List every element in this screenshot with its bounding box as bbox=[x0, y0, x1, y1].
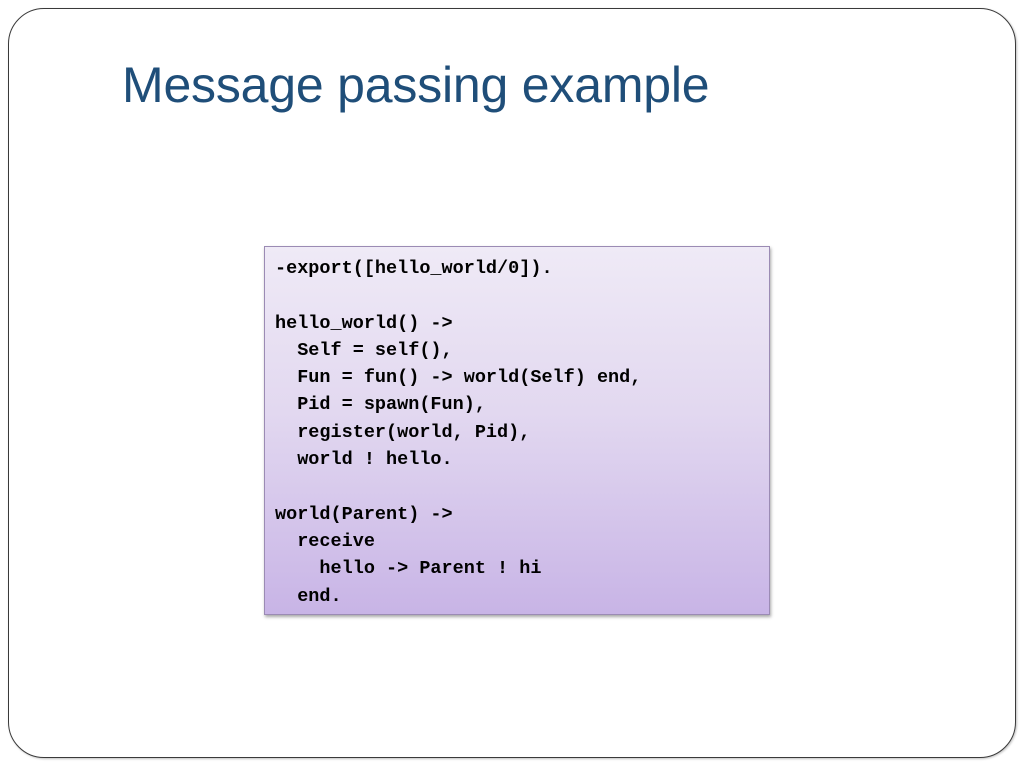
code-line: register(world, Pid), bbox=[275, 421, 531, 443]
slide-frame: Message passing example -export([hello_w… bbox=[8, 8, 1016, 758]
slide-title: Message passing example bbox=[122, 57, 710, 113]
code-line: Self = self(), bbox=[275, 339, 453, 361]
code-line: receive bbox=[275, 530, 375, 552]
code-line: world(Parent) -> bbox=[275, 503, 453, 525]
code-line: -export([hello_world/0]). bbox=[275, 258, 553, 279]
code-line: hello_world() -> bbox=[275, 312, 453, 334]
code-line: end. bbox=[275, 585, 342, 607]
code-line bbox=[275, 282, 769, 309]
code-block: -export([hello_world/0]). hello_world() … bbox=[264, 246, 770, 615]
code-line: hello -> Parent ! hi bbox=[275, 558, 542, 580]
code-line: Pid = spawn(Fun), bbox=[275, 394, 486, 416]
code-line: Fun = fun() -> world(Self) end, bbox=[275, 367, 642, 389]
code-line: world ! hello. bbox=[275, 449, 453, 471]
code-line bbox=[275, 473, 769, 500]
